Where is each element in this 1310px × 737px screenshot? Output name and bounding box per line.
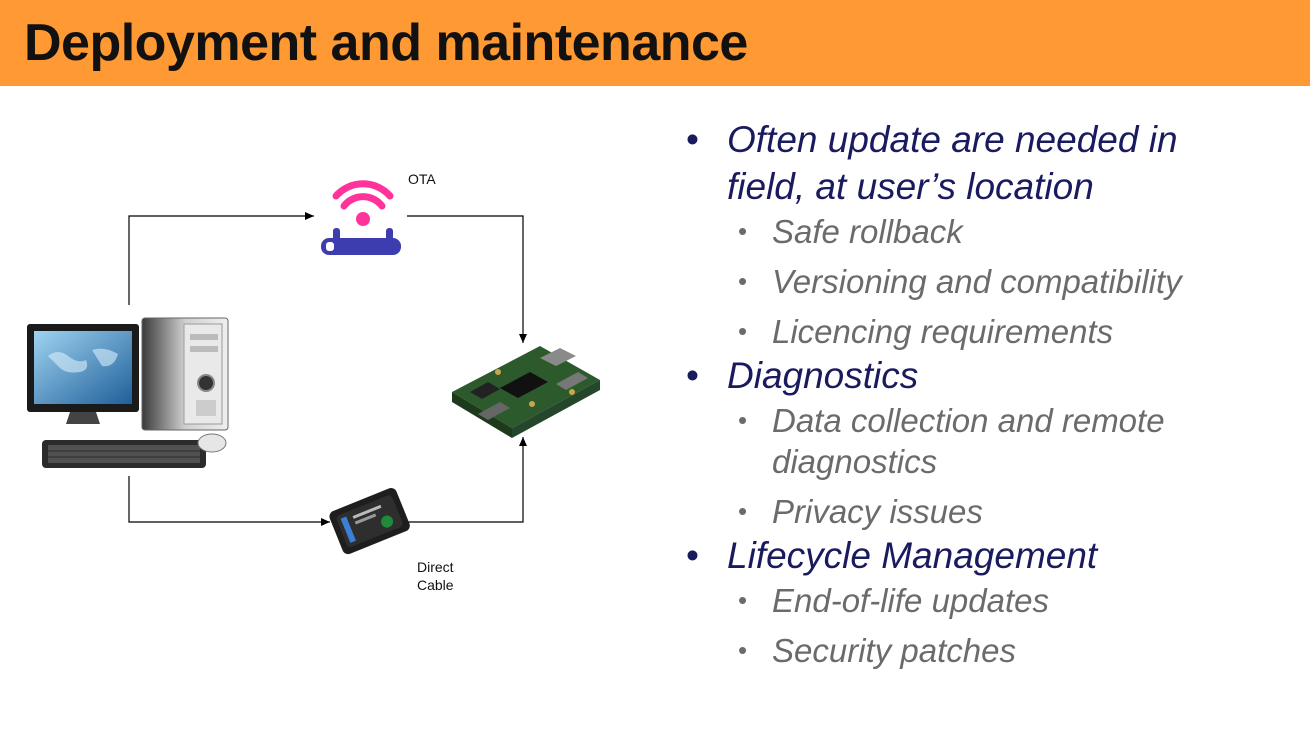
deployment-diagram: OTA Direct Cable [0,86,640,732]
bullet-updates-line2: field, at user’s location [727,166,1094,207]
sub-bullet-safe-rollback: • Safe rollback [686,211,1296,252]
embedded-board-icon [452,346,600,438]
bullet-dot: • [686,355,699,396]
bullet-updates: • Often update are needed in field, at u… [686,116,1296,210]
sub-bullet-dot: • [738,316,748,346]
diagram-canvas [27,180,600,555]
sub-bullet-text: End-of-life updates [772,582,1050,619]
sub-bullet-versioning: • Versioning and compatibility [686,261,1296,302]
connector-ota [128,212,527,343]
sub-bullet-dot: • [738,496,748,526]
sub-bullet-privacy: • Privacy issues [686,491,1296,532]
sub-bullet-dot: • [738,216,748,246]
usb-programmer-icon [329,488,410,555]
sub-bullet-dot: • [738,635,748,665]
sub-bullet-dot: • [738,266,748,296]
ota-label: OTA [408,171,436,187]
desktop-computer-icon [27,317,229,468]
bullet-updates-line1: Often update are needed in [727,119,1178,160]
sub-bullet-text-line2: diagnostics [772,443,938,480]
sub-bullet-dot: • [738,405,748,435]
slide-title: Deployment and maintenance [24,14,748,72]
sub-bullet-dot: • [738,585,748,615]
bullet-diagnostics-text: Diagnostics [727,355,919,396]
sub-bullet-text: Security patches [772,632,1016,669]
bullet-dot: • [686,535,699,576]
connector-cable [128,437,527,526]
sub-bullet-text: Safe rollback [772,213,963,250]
bullet-lifecycle: • Lifecycle Management [686,532,1296,579]
sub-bullet-licencing: • Licencing requirements [686,311,1296,352]
bullet-list: • Often update are needed in field, at u… [686,116,1296,671]
wifi-router-icon [321,180,401,255]
direct-cable-label-line1: Direct [417,559,454,575]
sub-bullet-text-line1: Data collection and remote [772,402,1165,439]
sub-bullet-data-collection: • Data collection and remote diagnostics [686,400,1296,482]
bullet-diagnostics: • Diagnostics [686,352,1296,399]
bullet-lifecycle-text: Lifecycle Management [727,535,1098,576]
sub-bullet-end-of-life: • End-of-life updates [686,580,1296,621]
sub-bullet-text: Versioning and compatibility [772,263,1182,300]
sub-bullet-text: Privacy issues [772,493,983,530]
direct-cable-label-line2: Cable [417,577,454,593]
sub-bullet-security-patches: • Security patches [686,630,1296,671]
bullet-dot: • [686,119,699,160]
title-bar: Deployment and maintenance [0,0,1310,86]
sub-bullet-text: Licencing requirements [772,313,1114,350]
